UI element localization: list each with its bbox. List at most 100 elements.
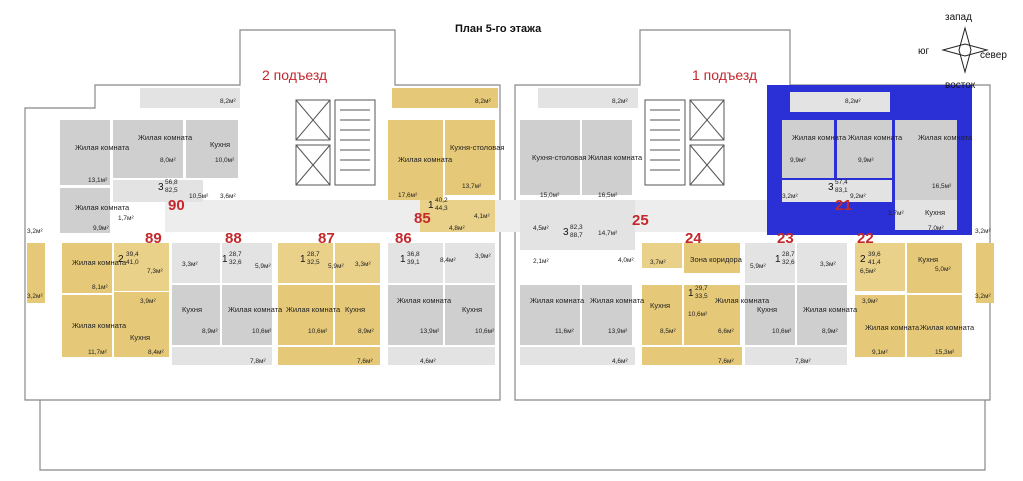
svg-text:7,8м²: 7,8м² <box>795 358 812 365</box>
svg-text:4,8м²: 4,8м² <box>449 225 466 232</box>
svg-text:Жилая комната: Жилая комната <box>588 153 643 162</box>
svg-text:Жилая комната: Жилая комната <box>75 203 130 212</box>
svg-text:11,7м²: 11,7м² <box>88 349 108 356</box>
svg-text:9,9м²: 9,9м² <box>93 225 110 232</box>
svg-text:Кухня: Кухня <box>757 305 777 314</box>
svg-text:3,2м²: 3,2м² <box>27 228 44 235</box>
svg-text:1,7м²: 1,7м² <box>888 210 905 217</box>
summary-86: 1 36,8 39,1 <box>400 251 420 266</box>
svg-text:39,4: 39,4 <box>126 251 139 258</box>
svg-text:32,6: 32,6 <box>229 259 242 266</box>
rooms-23: 5,9м² 3,3м² Кухня 10,6м² Жилая комната 8… <box>750 261 858 365</box>
svg-text:8,2м²: 8,2м² <box>845 98 862 105</box>
plan-title: План 5-го этажа <box>455 23 542 35</box>
svg-text:4,1м²: 4,1м² <box>474 213 491 220</box>
svg-text:1: 1 <box>300 254 306 265</box>
apartment-number: 22 <box>857 230 874 247</box>
svg-text:Жилая комната: Жилая комната <box>72 258 127 267</box>
svg-text:41,4: 41,4 <box>868 259 881 266</box>
svg-text:4,5м²: 4,5м² <box>533 225 550 232</box>
svg-text:6,6м²: 6,6м² <box>718 328 735 335</box>
svg-text:9,2м²: 9,2м² <box>850 193 867 200</box>
svg-text:6,5м²: 6,5м² <box>860 268 877 275</box>
svg-text:8,5м²: 8,5м² <box>660 328 677 335</box>
svg-text:Кухня-столовая: Кухня-столовая <box>450 143 504 152</box>
svg-text:1: 1 <box>428 200 434 211</box>
svg-text:4,6м²: 4,6м² <box>420 358 437 365</box>
summary-21: 3 57,4 83,1 <box>828 179 848 194</box>
apartment-number: 21 <box>835 197 852 214</box>
svg-text:5,0м²: 5,0м² <box>935 266 952 273</box>
entrance-label: 1 подъезд <box>692 67 757 83</box>
svg-text:7,0м²: 7,0м² <box>928 225 945 232</box>
svg-text:3,9м²: 3,9м² <box>475 253 492 260</box>
svg-text:7,6м²: 7,6м² <box>718 358 735 365</box>
summary-89: 2 39,4 41,0 <box>118 251 139 266</box>
svg-text:28,7: 28,7 <box>229 251 242 258</box>
svg-text:8,2м²: 8,2м² <box>612 98 629 105</box>
svg-text:4,0м²: 4,0м² <box>618 257 635 264</box>
svg-text:Кухня: Кухня <box>182 305 202 314</box>
apartment-86-block <box>388 243 495 365</box>
svg-text:Кухня-столовая: Кухня-столовая <box>532 153 586 162</box>
svg-text:3,6м²: 3,6м² <box>220 193 237 200</box>
summary-90: 3 56,8 82,5 <box>158 179 178 194</box>
corridor <box>165 200 845 232</box>
svg-text:Жилая комната: Жилая комната <box>590 296 645 305</box>
svg-text:3,2м²: 3,2м² <box>975 228 992 235</box>
svg-text:3,3м²: 3,3м² <box>820 261 837 268</box>
svg-text:Жилая комната: Жилая комната <box>803 305 858 314</box>
compass-rose-icon <box>941 26 989 74</box>
svg-text:9,9м²: 9,9м² <box>858 157 875 164</box>
svg-text:39,6: 39,6 <box>868 251 881 258</box>
svg-text:Кухня: Кухня <box>130 333 150 342</box>
svg-text:5,9м²: 5,9м² <box>328 263 345 270</box>
svg-text:10,6м²: 10,6м² <box>772 328 792 335</box>
svg-text:Жилая комната: Жилая комната <box>530 296 585 305</box>
svg-text:3,3м²: 3,3м² <box>355 261 372 268</box>
svg-text:3: 3 <box>563 227 569 238</box>
svg-text:Жилая комната: Жилая комната <box>138 133 193 142</box>
svg-text:57,4: 57,4 <box>835 179 848 186</box>
rooms-89: Жилая комната 8,1м² 7,3м² 3,9м² Жилая ко… <box>27 228 165 356</box>
svg-text:13,7м²: 13,7м² <box>462 183 482 190</box>
svg-text:Кухня: Кухня <box>462 305 482 314</box>
svg-text:33,5: 33,5 <box>695 293 708 300</box>
apartment-number: 25 <box>632 212 649 229</box>
svg-text:8,9м²: 8,9м² <box>358 328 375 335</box>
rooms-21: Жилая комната 9,9м² Жилая комната 9,9м² … <box>782 98 973 232</box>
rooms-90: Жилая комната 13,1м² Жилая комната 8,0м²… <box>75 98 237 232</box>
apartment-90-block <box>60 88 240 233</box>
svg-text:2: 2 <box>118 254 124 265</box>
svg-text:8,4м²: 8,4м² <box>440 257 457 264</box>
svg-text:5,9м²: 5,9м² <box>750 263 767 270</box>
svg-text:16,5м²: 16,5м² <box>598 192 618 199</box>
svg-text:Кухня: Кухня <box>918 255 938 264</box>
svg-text:7,3м²: 7,3м² <box>147 268 164 275</box>
stair-core-east <box>644 99 725 186</box>
svg-text:9,9м²: 9,9м² <box>790 157 807 164</box>
svg-text:41,0: 41,0 <box>126 259 139 266</box>
svg-text:15,0м²: 15,0м² <box>540 192 560 199</box>
svg-text:11,6м²: 11,6м² <box>555 328 575 335</box>
svg-text:3,7м²: 3,7м² <box>650 259 667 266</box>
svg-text:Жилая комната: Жилая комната <box>286 305 341 314</box>
svg-text:Кухня: Кухня <box>345 305 365 314</box>
svg-text:10,6м²: 10,6м² <box>688 311 708 318</box>
svg-text:8,1м²: 8,1м² <box>92 284 109 291</box>
svg-text:88,7: 88,7 <box>570 232 583 239</box>
svg-text:2,1м²: 2,1м² <box>533 258 550 265</box>
stair-core-west <box>295 99 376 186</box>
svg-text:8,2м²: 8,2м² <box>220 98 237 105</box>
svg-text:Жилая комната: Жилая комната <box>920 323 975 332</box>
svg-text:10,5м²: 10,5м² <box>189 193 209 200</box>
svg-text:3: 3 <box>158 182 164 193</box>
apartment-number: 88 <box>225 230 242 247</box>
rooms-25: Кухня-столовая 15,0м² Жилая комната 16,5… <box>530 98 645 365</box>
compass-west: запад <box>945 12 972 23</box>
svg-text:29,7: 29,7 <box>695 285 708 292</box>
svg-text:1: 1 <box>775 254 781 265</box>
svg-text:83,1: 83,1 <box>835 187 848 194</box>
apartment-number: 24 <box>685 230 702 247</box>
svg-text:9,1м²: 9,1м² <box>872 349 889 356</box>
